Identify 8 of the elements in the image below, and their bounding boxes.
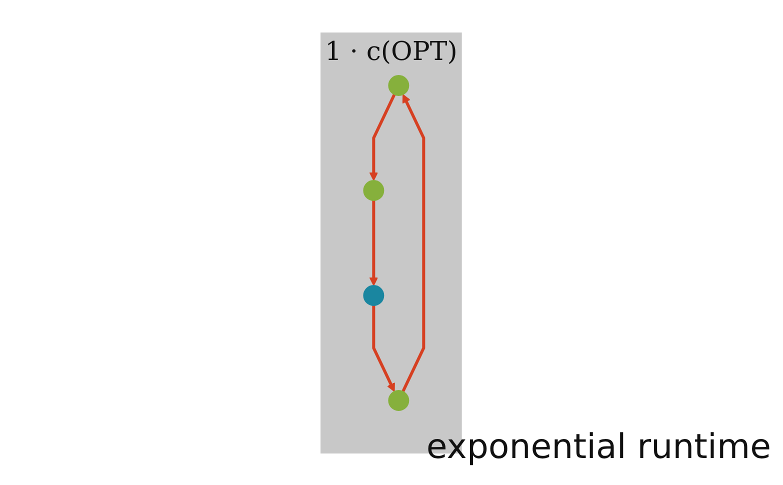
arrow	[372, 305, 396, 392]
arrow	[402, 94, 426, 392]
arrow	[370, 200, 378, 286]
node-circle	[364, 284, 384, 306]
node-circle	[388, 74, 410, 96]
arrow	[370, 93, 396, 180]
node-circle	[364, 180, 384, 200]
node-circle	[388, 390, 410, 410]
